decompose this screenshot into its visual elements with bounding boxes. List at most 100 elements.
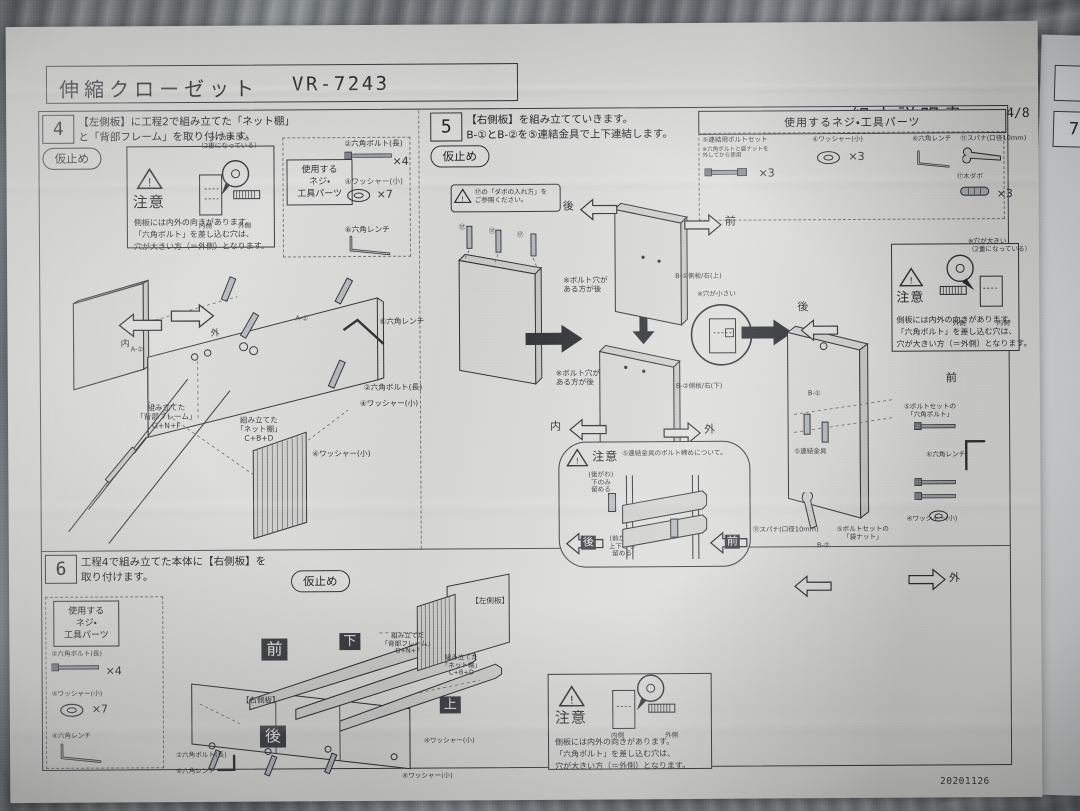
step-6-chip-front: 前 — [261, 638, 288, 661]
washer-small-icon — [347, 188, 371, 203]
step-5-part-0-name: ⑤連結用ボルトセット — [702, 135, 768, 144]
step-5-small-hole-magnifier — [685, 299, 757, 371]
washer-small-icon — [60, 703, 84, 718]
step-5-assembled-panel — [763, 322, 894, 543]
step-5-heading: 【右側板】を組み立てていきます。 B-①とB-②を⑤連結金具で上下連結します。 — [466, 113, 674, 142]
arrow-back-step5 — [579, 197, 619, 221]
step-5-small-hole-note: ※穴が小さい — [697, 289, 736, 298]
step-4-panel-ref-1: A-① — [295, 314, 309, 323]
hex-bolt-icon-step5-3 — [914, 491, 960, 501]
step-5-panel-bottom-label: B-②側板/右(下) — [675, 381, 723, 391]
step-5-label-outer-2: 外 — [948, 571, 961, 585]
step-5-part-4-qty: ×3 — [996, 187, 1013, 201]
wood-dowel-icon — [959, 185, 995, 197]
spanner-icon — [794, 492, 828, 532]
step-5-label-back-2: 後 — [797, 300, 809, 314]
washer-small-icon — [816, 150, 841, 165]
dowel-ref-3: ⑰ — [516, 230, 524, 240]
arrow-inner-step4 — [117, 311, 163, 339]
step-6-chip-down: 下 — [339, 633, 361, 651]
step-4-part-0-qty: ×4 — [392, 154, 409, 168]
step-5-part-0-sub: ※六角ボルトと袋ナットを 外してから使用 — [702, 146, 769, 160]
step-5-connector-callout: ⑤連結金具 — [794, 447, 827, 456]
step-4-number: 4 — [42, 114, 75, 144]
step-4-caution-box: ! 注意 ※穴が大きい （2重になっている） 内側 — [126, 134, 275, 251]
step-5-label-inner: 内 — [550, 419, 562, 433]
svg-text:!: ! — [576, 457, 579, 466]
step-5-caution-title: 注意 — [896, 290, 925, 306]
step-4-temporary-fix-badge: 仮止め — [42, 147, 102, 170]
step-5-panel-top-label: B-①側板/右(上) — [675, 271, 722, 281]
step-5-left-panel-diagram — [447, 220, 578, 391]
warning-triangle-icon: ! — [566, 448, 589, 468]
step-4-net-shelf-label: 組み立てた 「ネット棚」 C+B+D — [236, 415, 282, 443]
warning-triangle-icon: ! — [899, 267, 924, 288]
hex-bolt-long-icon — [344, 151, 396, 160]
warning-triangle-icon: ! — [558, 685, 585, 708]
arrow-inner-step5 — [568, 417, 608, 441]
step-5-number: 5 — [430, 112, 463, 142]
step-4-parts-label: 使用する ネジ・ 工具パーツ — [286, 159, 353, 206]
step-5-caution-diagram — [936, 254, 1018, 314]
warning-triangle-icon: ! — [136, 167, 163, 190]
hex-bolt-icon-step5-2 — [914, 477, 960, 487]
step-5-bolt-hole-note-top: ※ボルト穴が ある方が後 — [563, 275, 608, 294]
step-6-part-0-qty: ×4 — [105, 664, 122, 678]
step-6-part-0-name: ②六角ボルト(長) — [51, 649, 103, 658]
title-band: 伸縮クローゼット VR-7243 — [45, 63, 519, 104]
assembly-arrow-right — [525, 324, 583, 354]
step-5-label-back: 後 — [562, 199, 574, 213]
step-5-panel-ref-bottom: B-② — [816, 541, 830, 550]
step-5-part-3-name: ⑪スパナ(口径10mm) — [960, 133, 1027, 143]
instruction-sheet: 伸縮クローゼット VR-7243 組立説明書 4/8 4 【左側板】に工程2で組… — [5, 20, 1043, 804]
hex-wrench-icon-step5 — [954, 439, 990, 473]
step-4-caution-diagram — [196, 160, 274, 221]
step-5-part-2-name: ⑥六角レンチ — [912, 134, 952, 143]
arrow-outer-bottom-step5 — [907, 567, 947, 591]
step-5-set-bolt-callout: ⑤ボルトセットの 「六角ボルト」 — [903, 402, 957, 419]
step-5-caution-box: ! 注意 ※穴が大きい （2重になっている） 外側 内側 側板には内外 — [890, 237, 1032, 352]
step-4-back-frame-label: 組み立てた 「背部フレーム」 G+N+F — [135, 403, 197, 431]
step-4-bolt-callout: ②六角ボルト(長) — [363, 382, 423, 392]
step-5-temporary-fix-badge: 仮止め — [430, 145, 490, 168]
arrow-back-right-step5 — [799, 318, 839, 342]
step-6-caution-body: 側板には内外の向きがあります。 「六角ボルト」を差し込む穴は、 穴が大きい方（＝… — [554, 737, 691, 771]
step-6-net-shelf-label: 組み立てた 「ネット棚」 C+B+D — [441, 653, 482, 677]
step-4-panel-ref-2: A-② — [130, 345, 144, 354]
step-4-caution-body: 側板には内外の向きがあります。 「六角ボルト」を差し込む穴は、 穴が大きい方（＝… — [133, 217, 269, 252]
step-6-caution-diagram — [611, 674, 701, 735]
next-sheet-step-fragment: 7 — [1052, 110, 1080, 148]
hex-wrench-icon — [58, 743, 104, 765]
step-6-bolt-callout: ②六角ボルト(長) — [176, 750, 227, 760]
svg-text:!: ! — [147, 176, 152, 189]
step-6-number: 6 — [44, 554, 78, 584]
step-4-part-1-name: ④ワッシャー(小) — [344, 176, 403, 187]
step-4-label-outer: 外 — [210, 328, 220, 339]
step-6-chip-back: 後 — [259, 725, 287, 748]
step-5-bracket-caution-subject: ⑤連結金具のボルト締めについて。 — [622, 448, 727, 458]
arrow-outer-step4 — [169, 302, 215, 330]
step-5-bracket-back-chip: 後 — [580, 535, 596, 550]
svg-text:!: ! — [909, 277, 913, 287]
dowel-ref-2: ⑰ — [488, 227, 496, 236]
svg-text:!: ! — [570, 694, 575, 707]
step-5-label-front: 前 — [724, 214, 736, 228]
step-5-hole-note: ※穴が大きい （2重になっている） — [967, 237, 1032, 253]
step-5-label-front-2: 前 — [945, 371, 957, 385]
step-4-heading: 【左側板】に工程2で組み立てた「ネット棚」 と「背部フレーム」を取り付けます。 — [78, 115, 295, 144]
step-5-set-nut-callout: ⑤ボルトセットの 「袋ナット」 — [836, 524, 889, 541]
step-4-wrench-callout: ⑥六角レンチ — [379, 316, 425, 326]
step-4-washer-callout-2: ④ワッシャー(小) — [359, 398, 419, 409]
step-5-bracket-caution-title: 注意 — [592, 449, 619, 464]
svg-text:!: ! — [461, 195, 464, 203]
step-6-back-frame-label: 組み立てた 「背部フレーム」 G+N+F — [381, 631, 434, 655]
hex-bolt-icon-step5 — [914, 421, 960, 431]
step-6-caution-title: 注意 — [554, 708, 587, 727]
step-6-panel-right-label: 【右側板】 — [241, 695, 280, 705]
date-stamp: 20201126 — [940, 776, 990, 787]
step-5-bracket-front-chip: 前 — [724, 534, 740, 549]
step-5-part-1-qty: ×3 — [848, 149, 865, 164]
step-6-caution-box: ! 注意 内側 外側 側板には内外の向きがあります。 「六角ボルト」を差し込む — [547, 672, 713, 771]
step-6-washer-callout-b: ④ワッシャー(小) — [402, 771, 453, 780]
connector-bolt-set-icon — [704, 167, 755, 178]
